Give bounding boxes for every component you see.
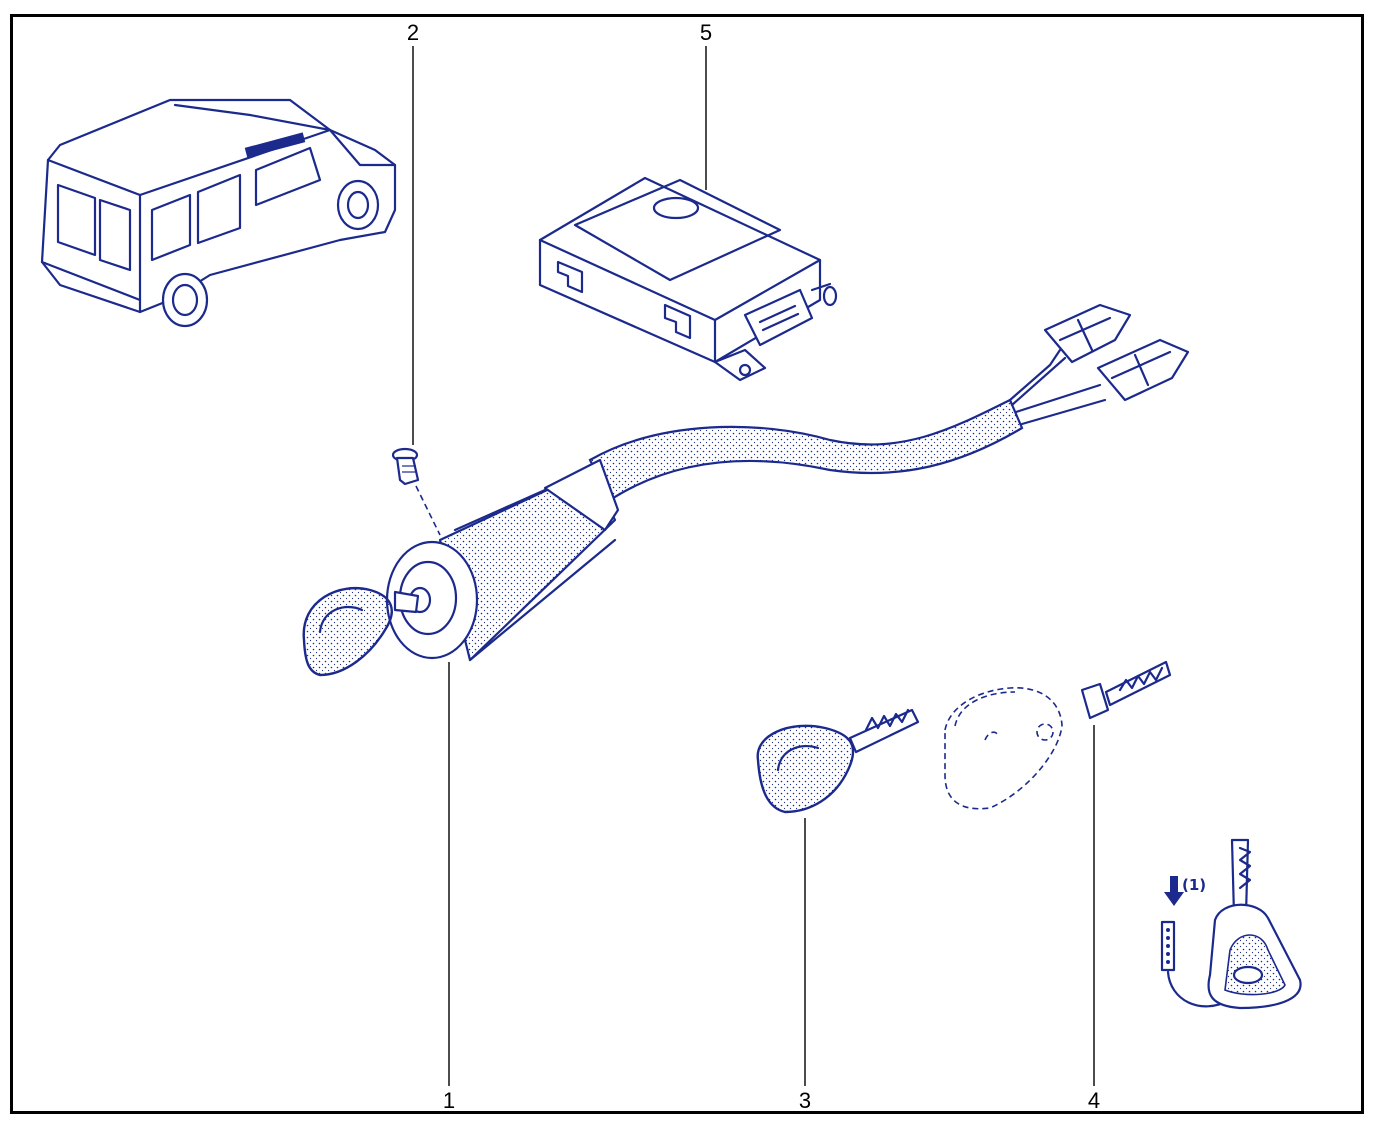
leader-lines xyxy=(412,46,1095,1086)
control-unit xyxy=(538,176,838,382)
cable-harness xyxy=(588,303,1190,502)
remote-key-housing xyxy=(944,687,1063,810)
callout-3: 3 xyxy=(798,1088,812,1113)
callout-4: 4 xyxy=(1087,1088,1101,1113)
ignition-lock xyxy=(302,458,620,677)
callout-2: 2 xyxy=(406,20,420,45)
transponder-note-label: (1) xyxy=(1182,876,1207,894)
vehicle-illustration xyxy=(40,98,397,328)
transponder-key-inset xyxy=(1160,838,1302,1010)
callout-5: 5 xyxy=(699,20,713,45)
key-blade xyxy=(1080,660,1172,720)
key xyxy=(756,708,920,814)
callout-1: 1 xyxy=(442,1088,456,1113)
screw xyxy=(391,447,441,536)
